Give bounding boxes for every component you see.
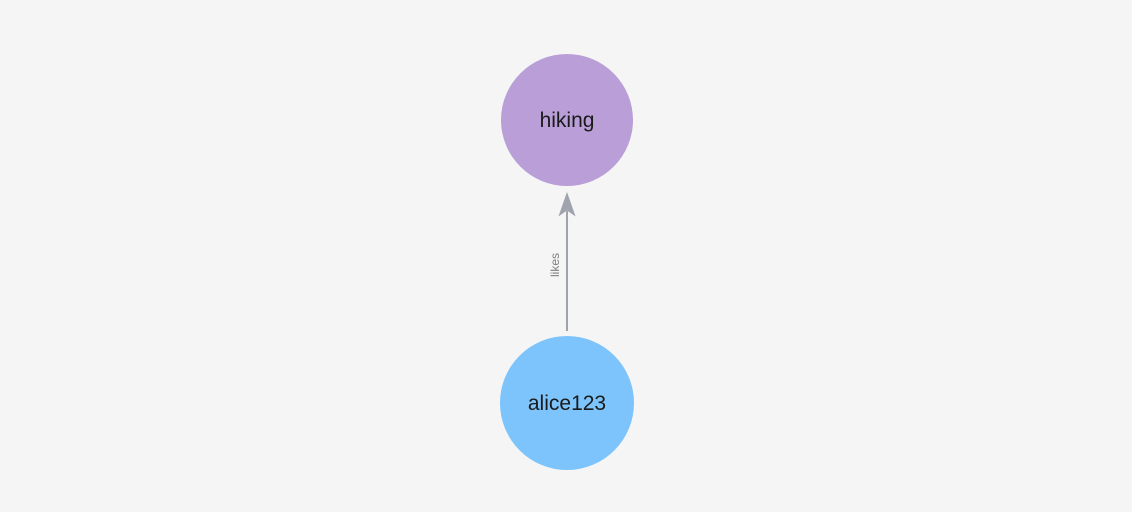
node-label-hiking: hiking	[539, 108, 595, 132]
graph-node-alice123[interactable]: alice123	[500, 336, 634, 470]
edge-label-likes: likes	[548, 253, 562, 278]
node-label-alice123: alice123	[527, 391, 607, 415]
graph-node-hiking[interactable]: hiking	[501, 54, 633, 186]
edge-arrowhead-icon	[558, 192, 576, 217]
edge-alice123-likes-hiking[interactable]	[558, 192, 576, 331]
